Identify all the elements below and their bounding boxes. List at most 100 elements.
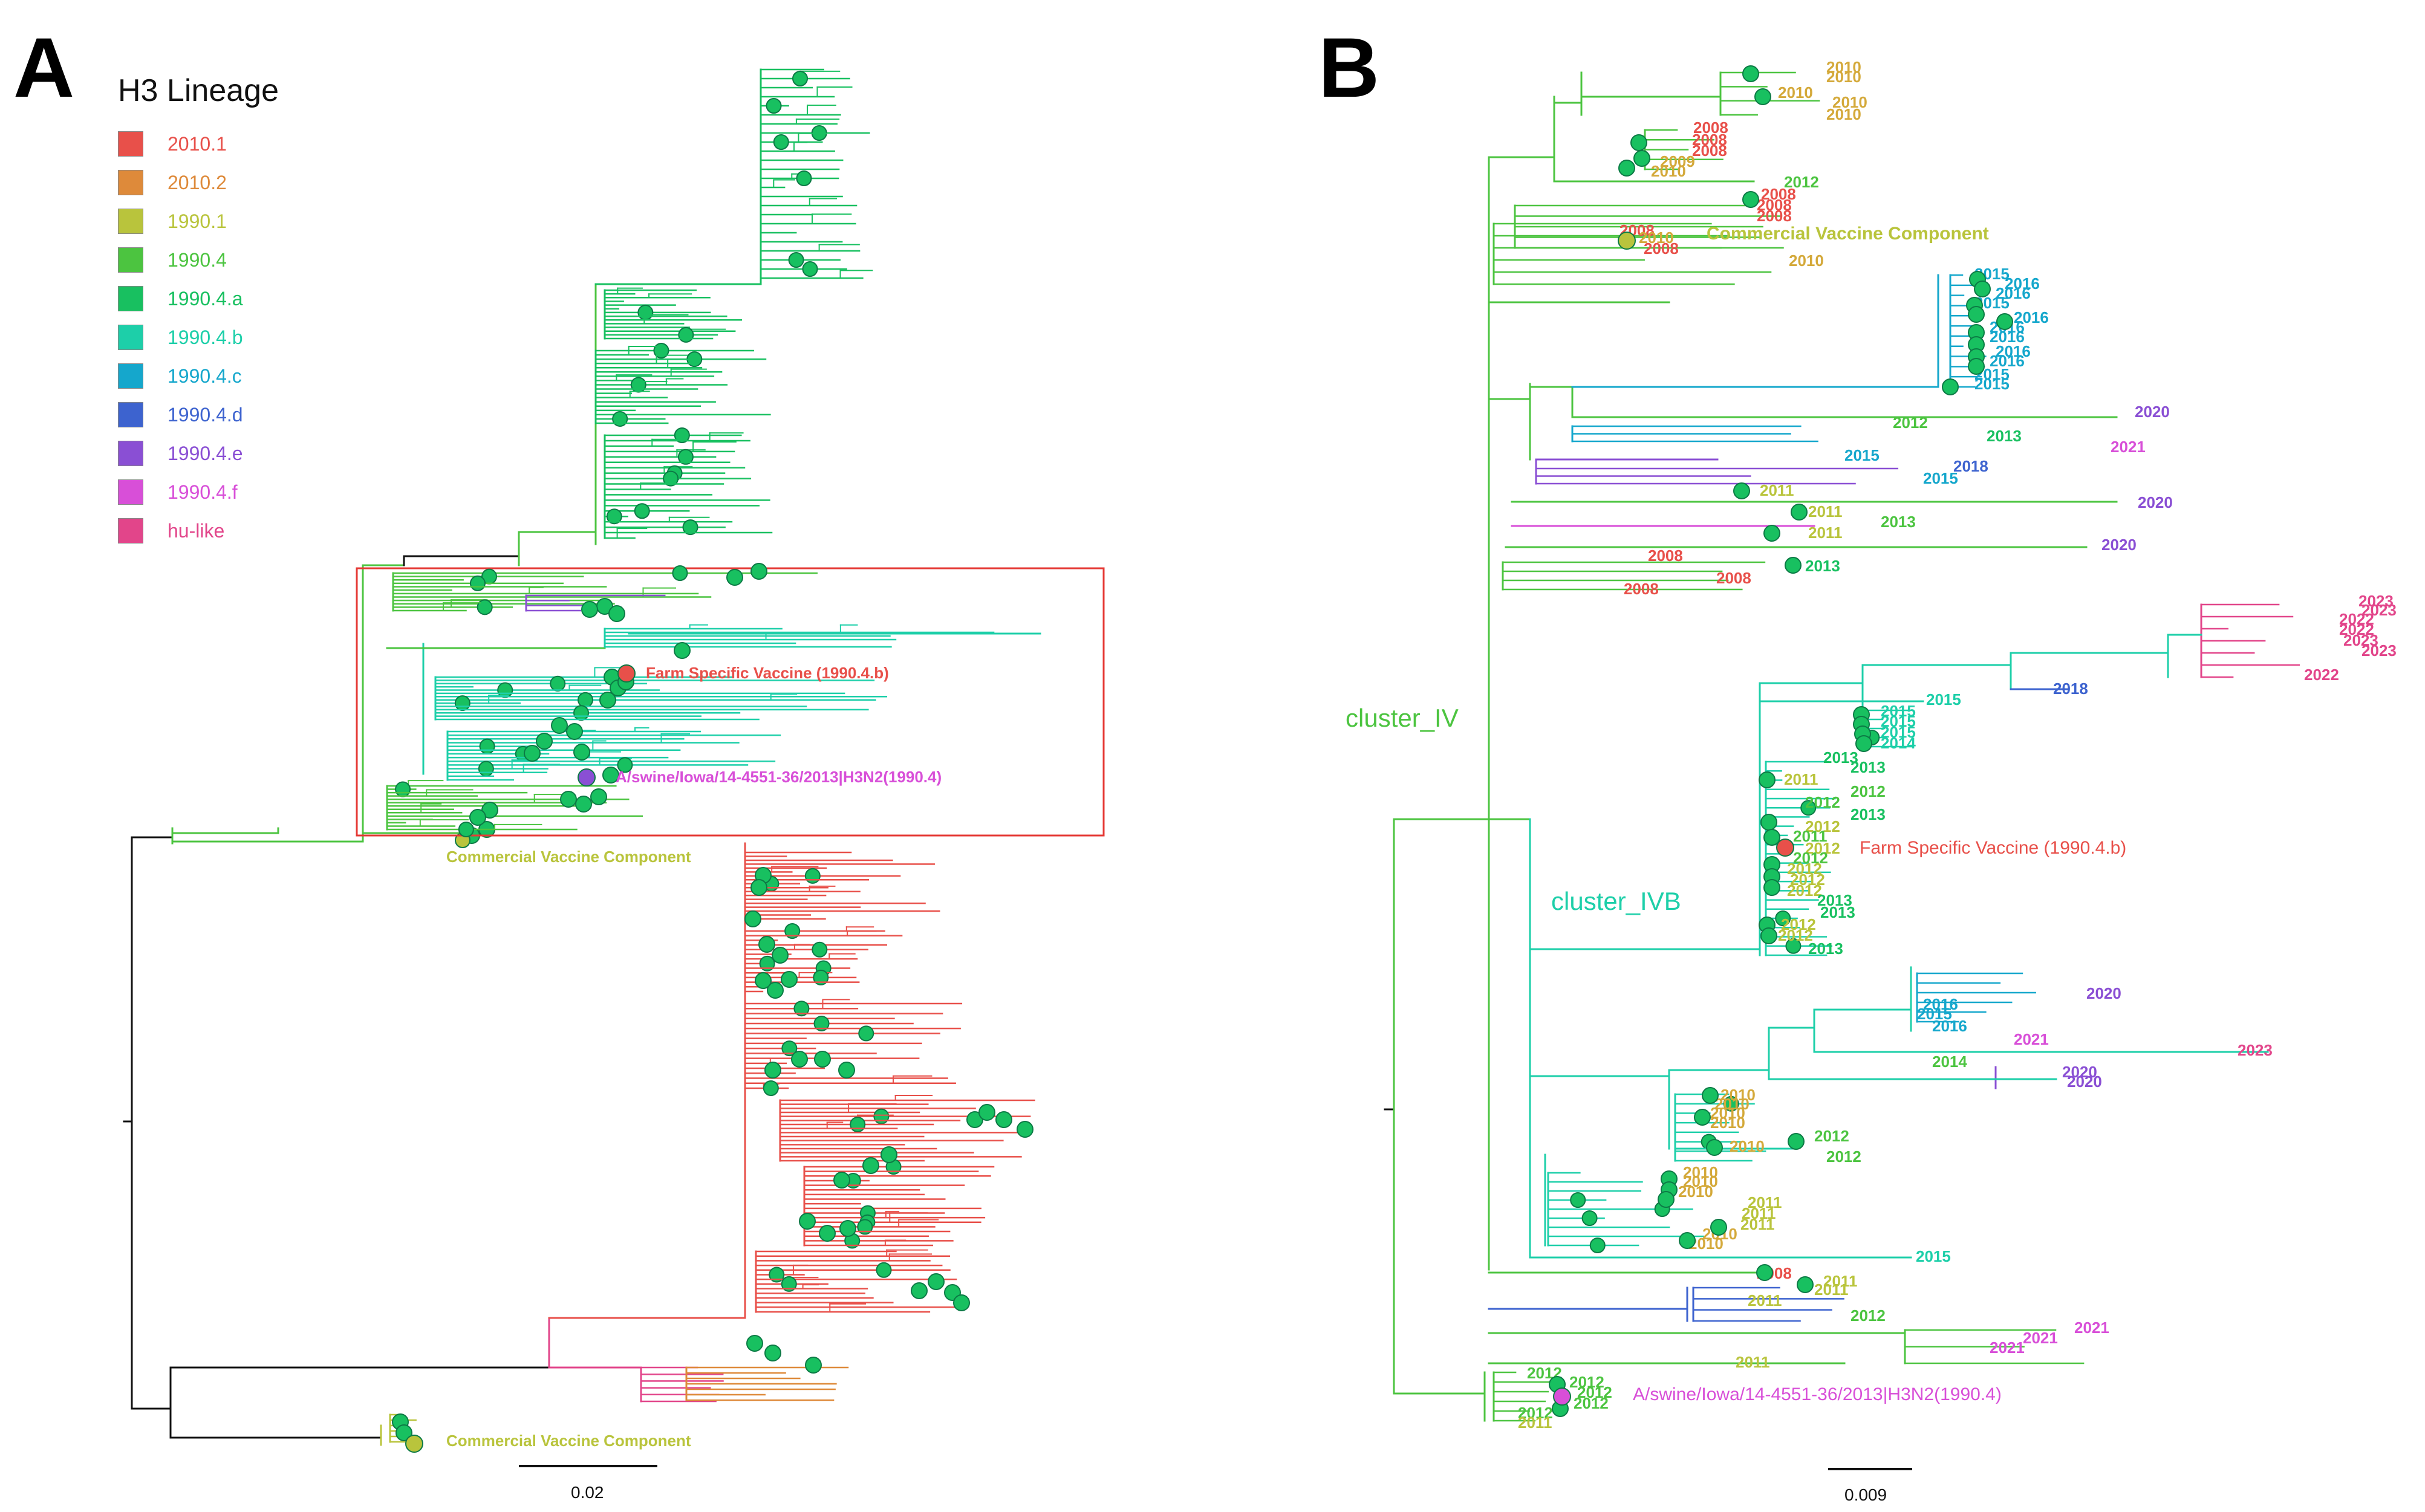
tip-year-label: 2009	[1660, 152, 1695, 170]
sample-marker	[953, 1294, 970, 1311]
legend-item: hu-like	[118, 511, 279, 550]
sample-marker	[612, 410, 628, 427]
sample-marker	[788, 252, 804, 268]
tip-year-label: 2012	[1850, 1306, 1886, 1325]
sample-marker	[813, 969, 829, 985]
tip-year-label: 2015	[1916, 1247, 1951, 1265]
tip-year-label: 2012	[1793, 849, 1828, 867]
legend-label: 1990.4.a	[168, 287, 243, 310]
sample-marker	[551, 717, 568, 734]
tip-year-label: 2011	[1742, 1204, 1776, 1222]
sample-marker	[536, 733, 553, 750]
tip-year-label: 2012	[1781, 915, 1816, 933]
tip-year-label: 2014	[1881, 734, 1916, 752]
sample-marker	[750, 563, 767, 580]
legend-swatch	[118, 170, 143, 195]
legend-label: 1990.4.b	[168, 326, 243, 348]
sample-marker	[744, 910, 761, 927]
sample-marker	[799, 1213, 816, 1230]
sample-marker	[1581, 1210, 1598, 1226]
sample-marker	[634, 503, 650, 519]
legend-item: 1990.1	[118, 202, 279, 241]
sample-marker	[796, 170, 812, 186]
sample-marker	[759, 955, 775, 972]
tip-year-label: 2023	[2358, 592, 2394, 610]
sample-marker	[395, 781, 411, 797]
sample-marker	[637, 304, 654, 320]
sample-marker	[608, 605, 625, 622]
legend-swatch	[118, 402, 143, 427]
sample-marker	[663, 470, 679, 487]
tip-year-label: 2022	[2339, 610, 2374, 628]
tip-year-label: 2010	[1678, 1183, 1713, 1201]
sample-marker	[758, 936, 775, 953]
swine-strain-label-a: A/swine/Iowa/14-4551-36/2013|H3N2(1990.4…	[616, 768, 942, 786]
tip-year-label: 2012	[1787, 860, 1822, 878]
sample-marker	[1760, 927, 1777, 944]
tip-year-label: 2010	[1832, 93, 1867, 111]
sample-marker	[682, 519, 698, 536]
tip-year-label: 2013	[1823, 748, 1858, 767]
swine-strain-marker	[578, 768, 596, 787]
tip-year-label: 2012	[1569, 1373, 1604, 1391]
sample-marker	[599, 692, 616, 709]
legend-swatch	[118, 363, 143, 389]
legend-label: 1990.4.f	[168, 481, 238, 503]
scale-label-b: 0.009	[1844, 1485, 1887, 1504]
legend-item: 1990.4.a	[118, 279, 279, 318]
sample-marker	[1763, 829, 1780, 846]
tip-year-label: 2010	[1683, 1172, 1718, 1190]
sample-marker	[850, 1117, 866, 1132]
tip-year-label: 2008	[1693, 118, 1728, 137]
sample-marker	[839, 1220, 856, 1237]
sample-marker	[617, 757, 633, 773]
sample-marker	[978, 1104, 995, 1121]
sample-marker	[1694, 1109, 1711, 1126]
commercial-vaccine-marker	[405, 1435, 423, 1453]
sample-marker	[764, 1062, 781, 1079]
legend-swatch	[118, 131, 143, 157]
tip-year-label: 2012	[1577, 1383, 1612, 1401]
sample-marker	[1017, 1121, 1033, 1138]
sample-marker	[784, 923, 801, 939]
tip-year-label: 2013	[1987, 427, 2022, 445]
legend-swatch	[118, 209, 143, 234]
tip-year-label: 2010	[1710, 1114, 1745, 1132]
commercial-vaccine-label-b: Commercial Vaccine Component	[1707, 224, 1989, 244]
sample-marker	[1855, 735, 1872, 752]
sample-marker	[575, 796, 592, 813]
tip-year-label: 2015	[1974, 375, 2010, 393]
tip-year-label: 2010	[1710, 1104, 1745, 1122]
sample-marker	[469, 575, 486, 591]
cluster-iv-label: cluster_IV	[1346, 704, 1459, 732]
tip-year-label: 2020	[2086, 984, 2121, 1002]
sample-marker	[469, 809, 486, 826]
sample-marker	[1800, 800, 1817, 816]
tip-year-label: 2016	[1923, 995, 1958, 1013]
tip-year-label: 2013	[1808, 939, 1843, 958]
sample-marker	[1754, 88, 1771, 105]
tip-year-label: 2012	[1790, 871, 1825, 889]
sample-marker	[862, 1157, 879, 1174]
farm-vaccine-marker	[1776, 839, 1794, 857]
legend-title: H3 Lineage	[118, 73, 279, 108]
legend-swatch	[118, 479, 143, 505]
swine-strain-label-b: A/swine/Iowa/14-4551-36/2013|H3N2(1990.4…	[1633, 1384, 2002, 1404]
tip-year-label: 2012	[1814, 1127, 1849, 1145]
tip-year-label: 2011	[1736, 1353, 1769, 1371]
sample-marker	[1996, 313, 2013, 330]
sample-marker	[764, 1345, 781, 1361]
tip-year-label: 2023	[2343, 631, 2378, 649]
tip-year-label: 2008	[1716, 569, 1751, 587]
legend-item: 1990.4.b	[118, 318, 279, 357]
tip-year-label: 2012	[1518, 1404, 1553, 1422]
sample-marker	[1710, 1219, 1727, 1236]
legend-item: 2010.1	[118, 125, 279, 163]
tip-year-label: 2020	[2101, 536, 2137, 554]
sample-marker	[781, 971, 798, 988]
tip-year-label: 2013	[1850, 805, 1886, 823]
sample-marker	[781, 1276, 797, 1292]
tip-year-label: 2014	[1932, 1053, 1967, 1071]
sample-marker	[1785, 557, 1802, 574]
tip-year-label: 2010	[1789, 251, 1824, 270]
